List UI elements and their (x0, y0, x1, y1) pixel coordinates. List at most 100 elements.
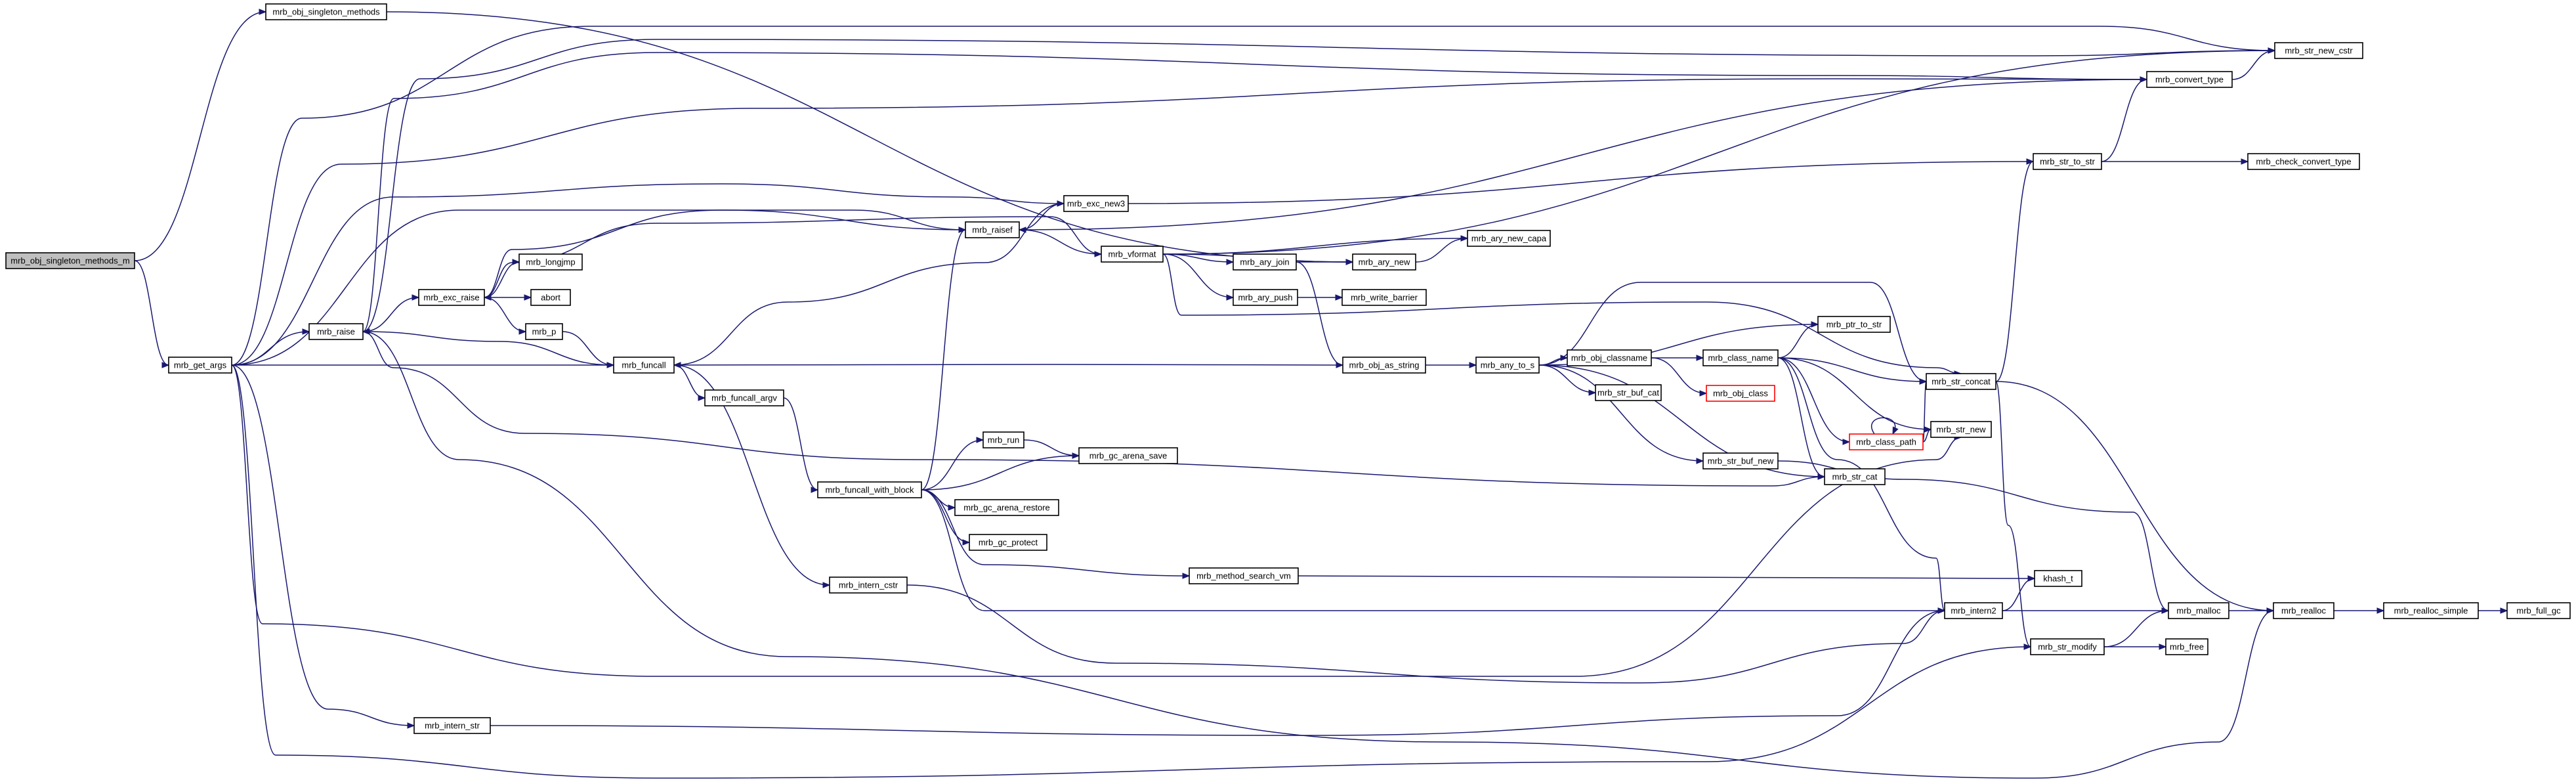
node-any-to-s[interactable]: mrb_any_to_s (1475, 357, 1540, 374)
node-box (413, 717, 491, 734)
node-label: mrb_method_search_vm (1196, 571, 1291, 581)
node-khash-t[interactable]: khash_t (2034, 570, 2082, 587)
edge-any-to-s-to-str-buf-new (1538, 364, 1704, 464)
node-str-buf-cat[interactable]: mrb_str_buf_cat (1595, 384, 1662, 401)
node-obj-classname[interactable]: mrb_obj_classname (1567, 349, 1652, 366)
node-full-gc[interactable]: mrb_full_gc (2506, 602, 2571, 619)
edge-get-args-to-intern-str (231, 364, 415, 729)
node-raise[interactable]: mrb_raise (308, 323, 364, 340)
node-str-new[interactable]: mrb_str_new (1930, 421, 1992, 438)
edge-funcall-to-intern-cstr (673, 364, 831, 588)
node-root[interactable]: mrb_obj_singleton_methods_m (5, 252, 135, 269)
node-funcall-argv[interactable]: mrb_funcall_argv (704, 389, 784, 406)
node-abort[interactable]: abort (530, 289, 571, 306)
node-box (1342, 357, 1426, 374)
edge-obj-classname-to-class-name (1651, 355, 1704, 361)
node-label: mrb_p (532, 327, 557, 337)
node-str-cat[interactable]: mrb_str_cat (1824, 468, 1886, 485)
node-funcall[interactable]: mrb_funcall (613, 357, 675, 374)
node-intern-str[interactable]: mrb_intern_str (413, 717, 491, 734)
node-str-new-cstr[interactable]: mrb_str_new_cstr (2274, 42, 2363, 59)
node-exc-new3[interactable]: mrb_exc_new3 (1063, 195, 1129, 212)
node-convert-type[interactable]: mrb_convert_type (2146, 71, 2233, 88)
node-p[interactable]: mrb_p (525, 323, 563, 340)
node-label: mrb_ary_new (1359, 257, 1410, 267)
node-check-convert-type[interactable]: mrb_check_convert_type (2247, 153, 2360, 170)
node-ary-new-capa[interactable]: mrb_ary_new_capa (1467, 230, 1551, 247)
node-class-name[interactable]: mrb_class_name (1702, 349, 1779, 366)
node-ary-new[interactable]: mrb_ary_new (1352, 253, 1416, 271)
node-label: mrb_funcall_with_block (825, 485, 914, 495)
edge-class-name-to-str-concat (1777, 357, 1928, 385)
node-write-barrier[interactable]: mrb_write_barrier (1341, 289, 1427, 306)
node-malloc[interactable]: mrb_malloc (2168, 602, 2229, 619)
node-gc-arena-restore[interactable]: mrb_gc_arena_restore (954, 499, 1059, 516)
node-str-modify[interactable]: mrb_str_modify (2030, 638, 2105, 655)
node-str-to-str[interactable]: mrb_str_to_str (2033, 153, 2102, 170)
node-label: mrb_obj_singleton_methods (272, 7, 380, 17)
node-label: mrb_obj_as_string (1349, 360, 1420, 370)
node-vformat[interactable]: mrb_vformat (1101, 246, 1164, 263)
node-ary-join[interactable]: mrb_ary_join (1233, 253, 1297, 271)
edge-funcall-to-raise (362, 328, 614, 366)
node-label: mrb_write_barrier (1351, 293, 1418, 303)
node-box (2146, 71, 2233, 88)
node-box (1352, 253, 1416, 271)
edge-class-name-to-str-new (1777, 357, 1932, 433)
edge-vformat-to-ary-push (1162, 253, 1235, 301)
node-label: mrb_intern2 (1951, 606, 1996, 616)
node-free[interactable]: mrb_free (2165, 638, 2208, 655)
node-msv[interactable]: mrb_method_search_vm (1189, 567, 1299, 584)
node-label: mrb_convert_type (2155, 75, 2224, 85)
node-box (982, 431, 1024, 448)
node-box (2273, 602, 2334, 619)
node-obj-as-string[interactable]: mrb_obj_as_string (1342, 357, 1426, 374)
node-label: mrb_intern_str (425, 721, 480, 731)
edge-any-to-s-to-str-concat (1538, 282, 1928, 385)
node-label: mrb_malloc (2176, 606, 2221, 616)
node-gc-arena-save[interactable]: mrb_gc_arena_save (1078, 447, 1178, 464)
node-box (1078, 447, 1178, 464)
node-box (1595, 384, 1662, 401)
node-box (2034, 570, 2082, 587)
node-box (1233, 289, 1298, 306)
node-get-args[interactable]: mrb_get_args (168, 357, 232, 374)
node-label: mrb_funcall_argv (711, 393, 777, 403)
node-intern-cstr[interactable]: mrb_intern_cstr (829, 577, 908, 594)
node-str-buf-new[interactable]: mrb_str_buf_new (1702, 452, 1779, 469)
node-box (1567, 349, 1652, 366)
node-class-path[interactable]: mrb_class_path (1849, 433, 1924, 450)
node-realloc[interactable]: mrb_realloc (2273, 602, 2334, 619)
node-intern2[interactable]: mrb_intern2 (1944, 602, 2003, 619)
edge-ary-join-to-obj-as-string (1296, 261, 1344, 368)
edge-class-name-to-class-path (1777, 357, 1851, 445)
node-run[interactable]: mrb_run (982, 431, 1024, 448)
node-gc-protect[interactable]: mrb_gc_protect (969, 534, 1047, 551)
edge-str-concat-to-str-to-str (1995, 158, 2035, 382)
node-exc-raise[interactable]: mrb_exc_raise (418, 289, 485, 306)
edge-realloc-simple-to-full-gc (2478, 607, 2508, 614)
edge-convert-type-to-raisef (1018, 79, 2147, 233)
node-obj-class[interactable]: mrb_obj_class (1706, 385, 1775, 402)
node-box (1467, 230, 1551, 247)
node-ary-push[interactable]: mrb_ary_push (1233, 289, 1298, 306)
node-fwb[interactable]: mrb_funcall_with_block (817, 481, 922, 498)
node-ptr-to-str[interactable]: mrb_ptr_to_str (1817, 316, 1891, 333)
edge-fwb-to-run (921, 437, 984, 490)
edge-root-to-get-args (134, 260, 170, 368)
node-label: abort (541, 293, 560, 303)
node-box (2165, 638, 2208, 655)
edge-ary-new-to-ary-new-capa (1415, 235, 1469, 263)
node-box (817, 481, 922, 498)
call-nodes: mrb_obj_singleton_methods_m mrb_obj_singl… (5, 3, 2571, 734)
node-label: mrb_str_to_str (2040, 157, 2095, 167)
node-str-concat[interactable]: mrb_str_concat (1926, 373, 1996, 390)
node-realloc-simple[interactable]: mrb_realloc_simple (2383, 602, 2479, 619)
node-box (1702, 452, 1779, 469)
edge-p-to-funcall (562, 331, 615, 368)
edge-vformat-to-ary-new-capa (1162, 235, 1469, 255)
node-raisef[interactable]: mrb_raisef (965, 221, 1020, 238)
node-longjmp[interactable]: mrb_longjmp (518, 253, 583, 271)
edge-ary-push-to-write-barrier (1298, 294, 1343, 301)
node-osm[interactable]: mrb_obj_singleton_methods (265, 3, 387, 20)
